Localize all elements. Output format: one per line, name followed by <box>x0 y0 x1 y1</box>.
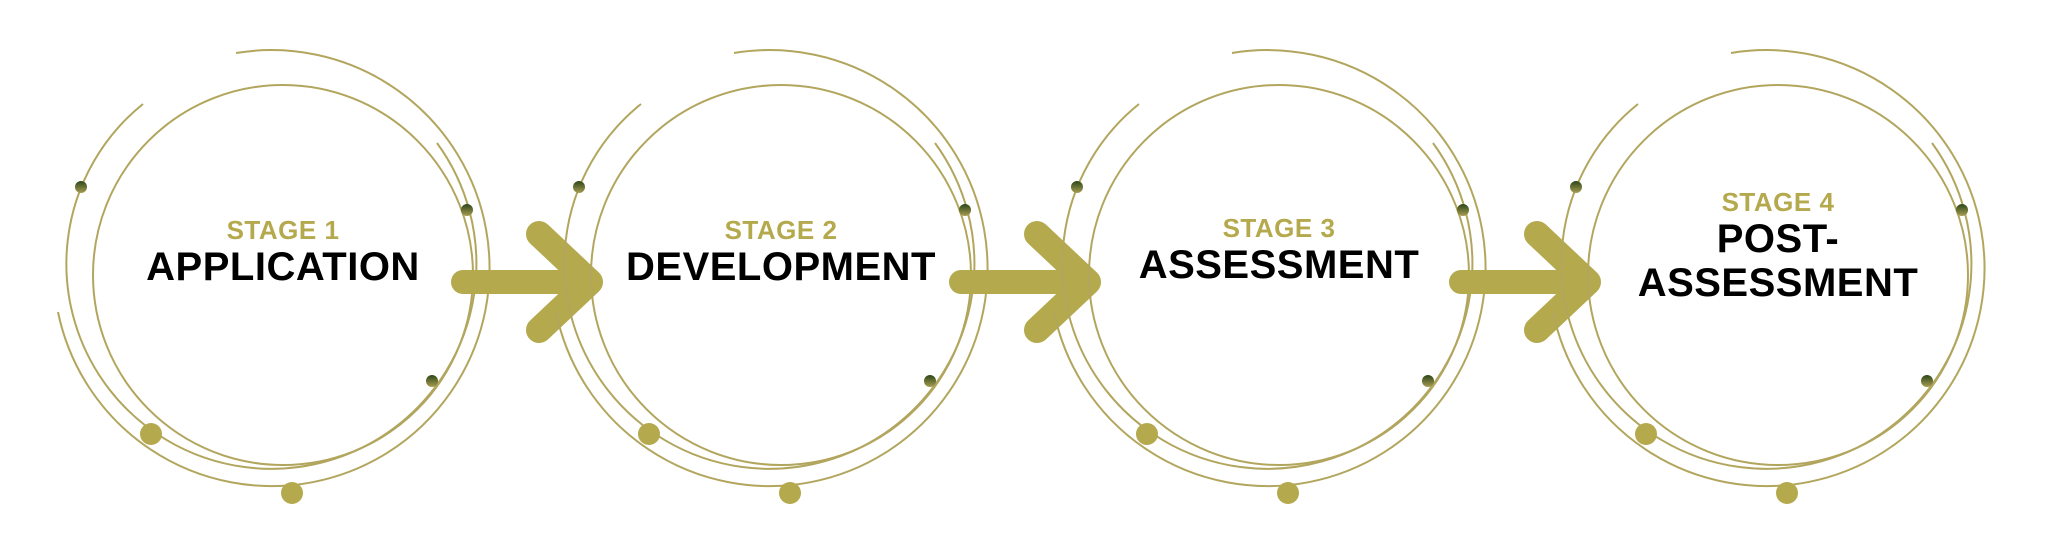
stage-3: STAGE 3 ASSESSMENT <box>996 0 1496 555</box>
stage-1: STAGE 1 APPLICATION <box>0 0 500 555</box>
dot-icon <box>75 181 87 193</box>
stage-number: STAGE 1 <box>226 215 340 245</box>
dot-icon <box>924 375 936 387</box>
dot-icon <box>461 204 473 216</box>
dot-icon <box>1071 181 1083 193</box>
dot-icon <box>959 204 971 216</box>
stage-number: STAGE 3 <box>1222 213 1336 243</box>
dot-icon <box>1776 482 1798 504</box>
dot-icon <box>281 482 303 504</box>
dot-icon <box>140 423 162 445</box>
dot-icon <box>1956 204 1968 216</box>
dot-icon <box>779 482 801 504</box>
dot-icon <box>1277 482 1299 504</box>
dot-icon <box>638 423 660 445</box>
stage-4: STAGE 4 POST- ASSESSMENT <box>1495 0 1995 555</box>
dot-icon <box>1921 375 1933 387</box>
stage-ring-icon <box>1552 49 1986 504</box>
stage-title: DEVELOPMENT <box>626 245 936 289</box>
stage-title: ASSESSMENT <box>1138 243 1420 287</box>
dot-icon <box>426 375 438 387</box>
stage-title: POST- <box>1716 217 1840 261</box>
stage-number: STAGE 2 <box>724 215 838 245</box>
dot-icon <box>573 181 585 193</box>
stage-title-line2: ASSESSMENT <box>1637 261 1919 305</box>
dot-icon <box>1457 204 1469 216</box>
dot-icon <box>1570 181 1582 193</box>
dot-icon <box>1136 423 1158 445</box>
stage-number: STAGE 4 <box>1721 187 1835 217</box>
dot-icon <box>1635 423 1657 445</box>
dot-icon <box>1422 375 1434 387</box>
stage-title: APPLICATION <box>146 245 420 289</box>
stage-ring-icon <box>1053 49 1487 504</box>
